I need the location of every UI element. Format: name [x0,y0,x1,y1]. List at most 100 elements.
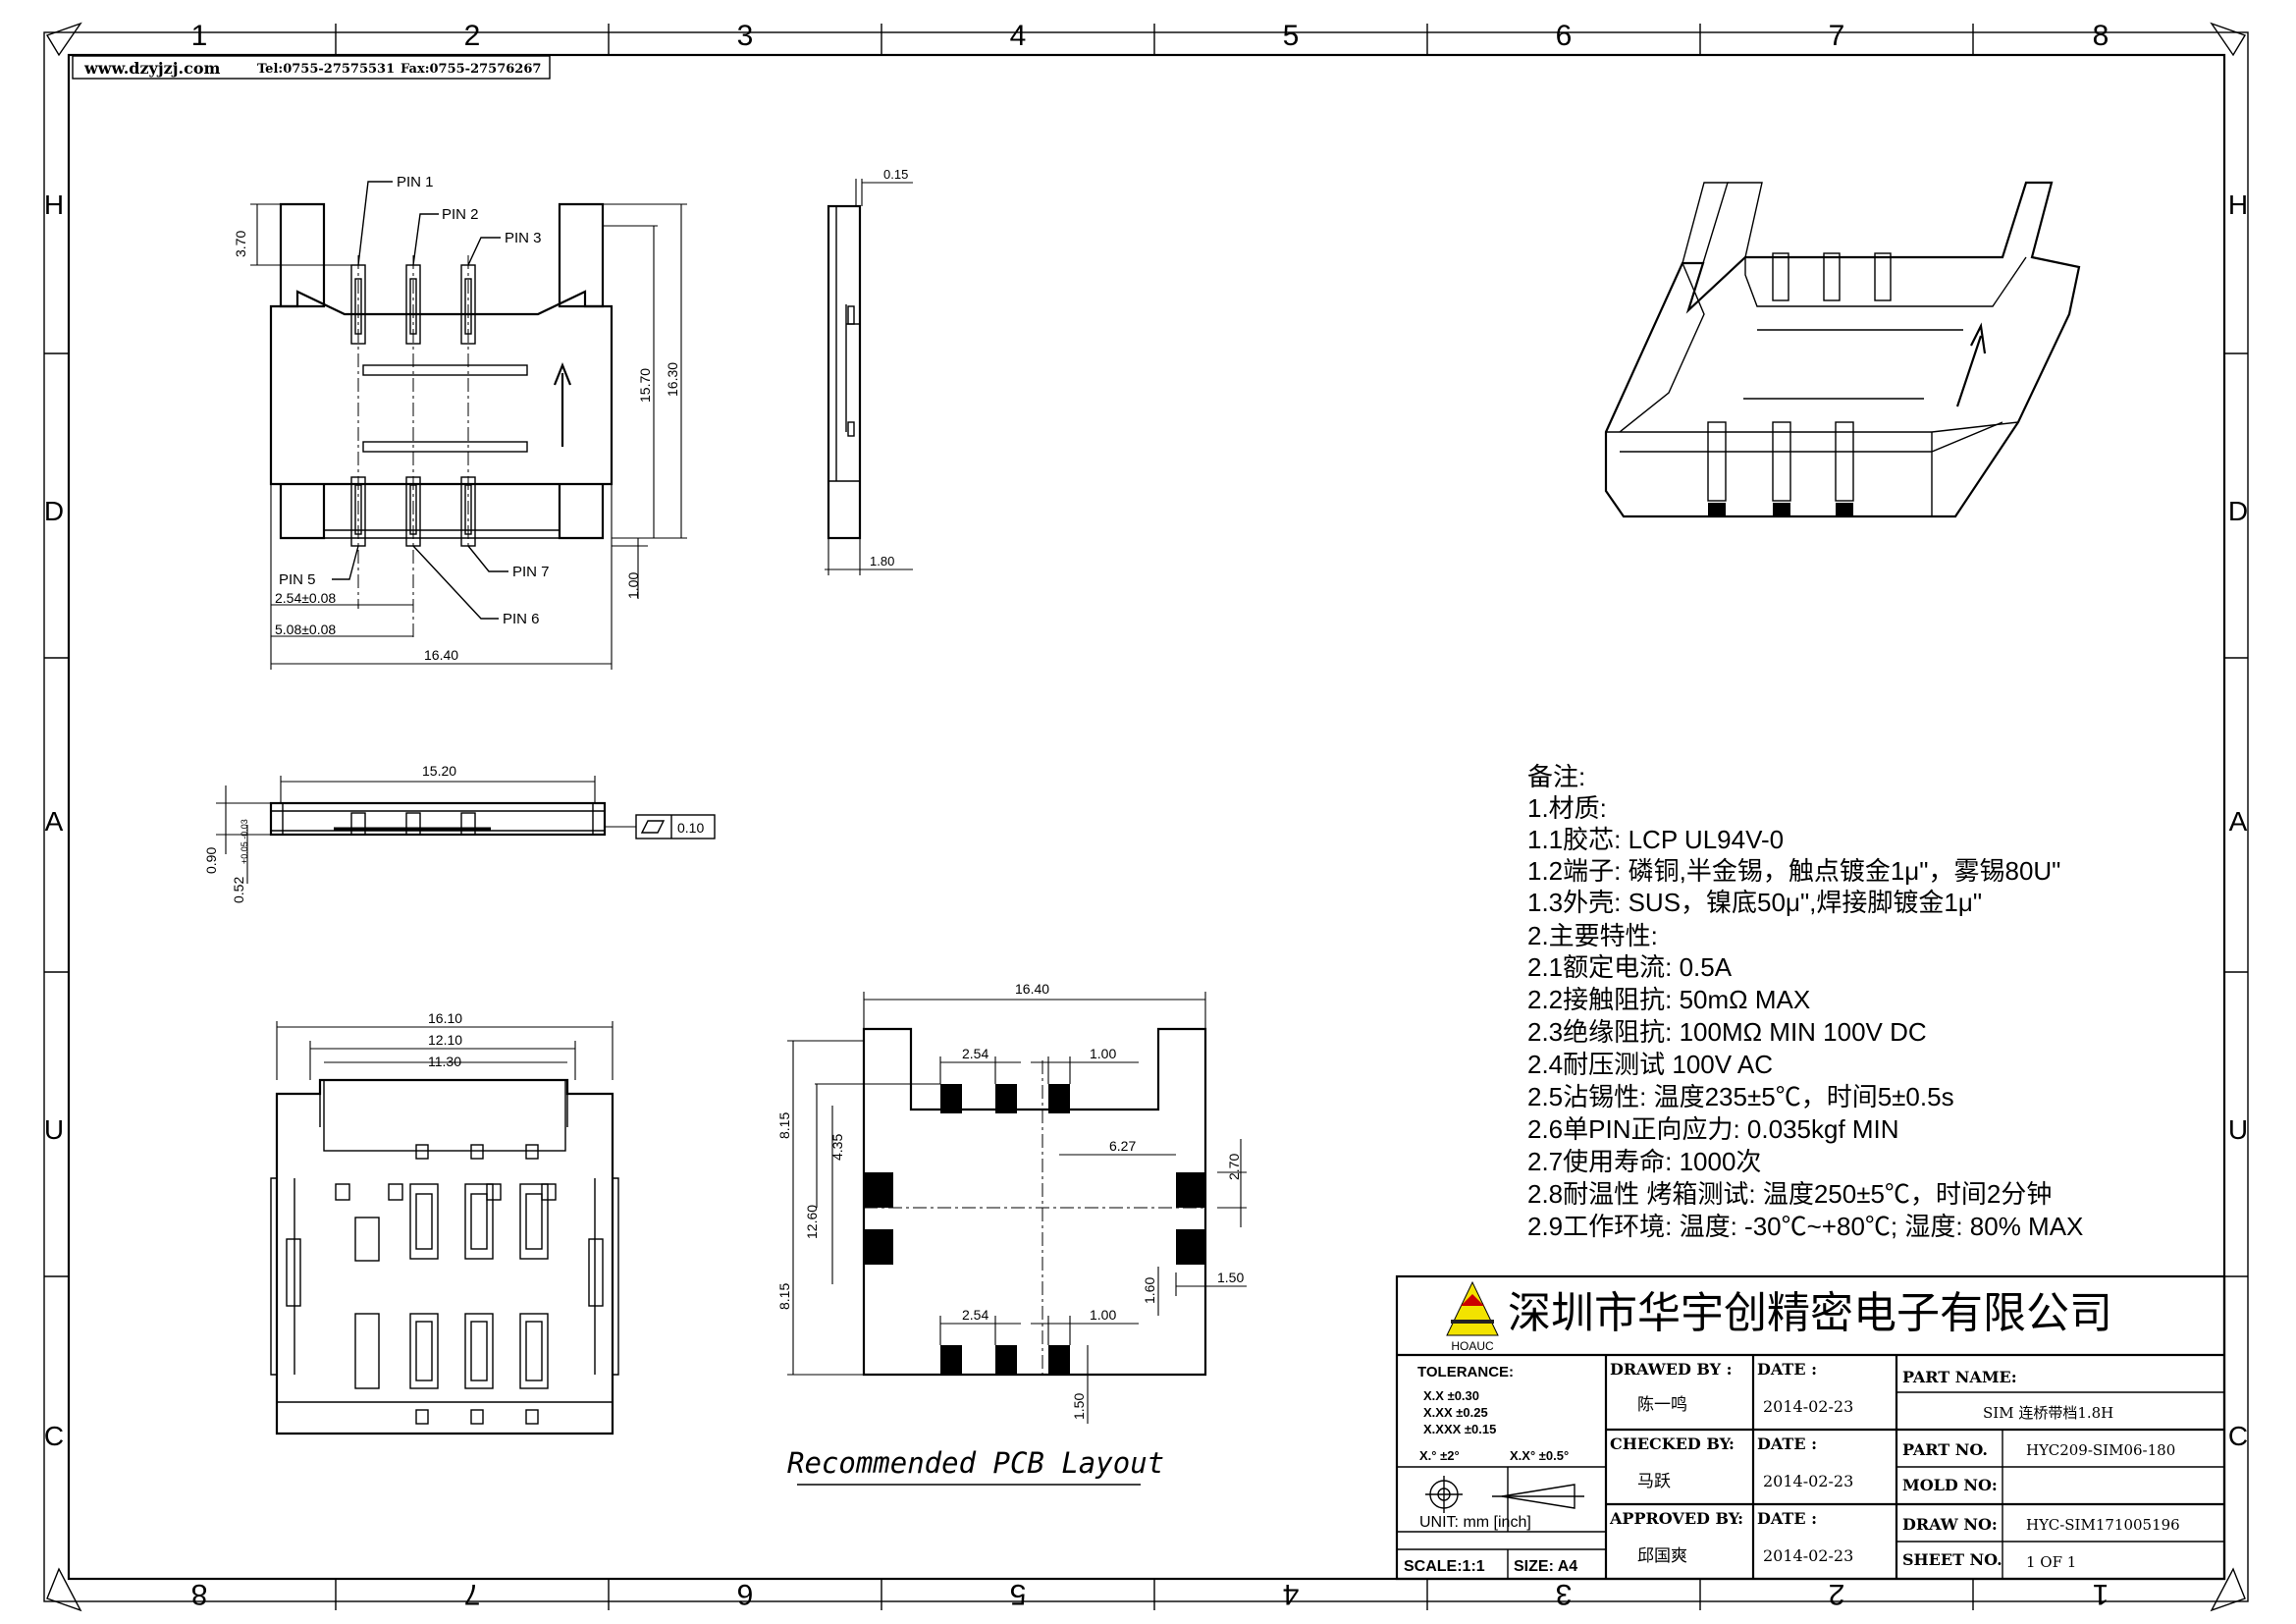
logo-text: HOAUC [1451,1339,1494,1353]
checked-by-name: 马跃 [1637,1472,1671,1490]
pcb-dim-1-00-top: 1.00 [1090,1046,1116,1061]
sheet-no-value: 1 OF 1 [2026,1553,2076,1571]
pin-1-label: PIN 1 [397,174,434,190]
zone-row-d-left: D [44,496,64,526]
zone-col-4-bottom: 4 [1283,1578,1300,1610]
pcb-dim-8-15-lower: 8.15 [776,1283,792,1310]
pcb-layout-title: Recommended PCB Layout [787,1446,1164,1480]
pcb-dim-2-70: 2.70 [1226,1154,1242,1180]
mold-no-label: MOLD NO: [1902,1476,1998,1494]
tel-text: Tel:0755-27575531 [257,62,395,77]
pcb-dim-1-00-bottom: 1.00 [1090,1307,1116,1323]
draw-no-value: HYC-SIM171005196 [2026,1516,2180,1534]
pcb-dim-8-15-upper: 8.15 [776,1112,792,1139]
pcb-dim-1-50-side: 1.50 [1217,1270,1244,1285]
angle-tolerance-2: X.X° ±0.5° [1510,1448,1569,1463]
flatness-value: 0.10 [677,820,704,836]
projection-symbol-icon [1425,1476,1584,1513]
dim-0-15: 0.15 [883,167,908,182]
fax-text: Fax:0755-27576267 [400,62,541,77]
notes-line-1: 1.材质: [1527,793,1607,823]
dim-0-90: 0.90 [203,847,219,874]
pin-6-label: PIN 6 [503,611,540,627]
notes-line-13: 2.8耐温性 烤箱测试: 温度250±5℃，时间2分钟 [1527,1179,2052,1209]
zone-row-u-left: U [44,1114,64,1145]
zone-col-2-bottom: 2 [1829,1578,1845,1610]
scale-text: SCALE:1:1 [1404,1558,1485,1575]
zone-row-a-left: A [45,806,64,837]
zone-col-7-top: 7 [1829,20,1845,52]
zone-col-2-top: 2 [464,20,481,52]
dim-2-54-pitch: 2.54±0.08 [275,590,336,606]
notes-line-9: 2.4耐压测试 100V AC [1527,1050,1773,1079]
pcb-dim-6-27: 6.27 [1109,1138,1136,1154]
notes-line-10: 2.5沾锡性: 温度235±5℃，时间5±0.5s [1527,1082,1954,1111]
drawn-by-name: 陈一鸣 [1637,1395,1687,1414]
zone-row-u-right: U [2228,1114,2248,1145]
header-contact-box: www.dzyjzj.com Tel:0755-27575531 Fax:075… [72,55,551,80]
notes-line-0: 备注: [1527,762,1585,791]
zone-row-d-right: D [2228,496,2248,526]
notes-line-3: 1.2端子: 磷铜,半金锡，触点镀金1μ"，雾锡80U" [1527,856,2060,886]
part-no-value: HYC209-SIM06-180 [2026,1441,2175,1459]
zone-row-h-left: H [44,189,64,220]
draw-no-label: DRAW NO: [1902,1515,1998,1534]
approved-by-name: 邱国爽 [1637,1546,1687,1565]
zone-col-4-top: 4 [1010,20,1027,52]
notes-line-14: 2.9工作环境: 温度: -30℃~+80℃; 湿度: 80% MAX [1527,1212,2083,1241]
company-name: 深圳市华宇创精密电子有限公司 [1508,1289,2112,1337]
website-text: www.dzyjzj.com [83,59,221,78]
company-logo: HOAUC [1446,1280,1499,1353]
zone-col-6-bottom: 6 [737,1578,754,1610]
dim-1-00: 1.00 [625,572,641,599]
drawn-by-label: DRAWED BY : [1610,1360,1733,1379]
side-view: 0.15 1.80 [825,167,913,575]
dim-1-80: 1.80 [870,554,894,568]
zone-col-8-top: 8 [2093,20,2109,52]
pcb-pads [864,1084,1205,1375]
checked-by-label: CHECKED BY: [1610,1435,1735,1453]
zone-row-c-left: C [44,1421,64,1451]
dim-16-10: 16.10 [428,1010,462,1026]
tolerance-label: TOLERANCE: [1417,1364,1514,1380]
date-label-3: DATE : [1757,1509,1817,1528]
dim-0-52-tolerance: +0.05 -0.03 [240,819,249,864]
dim-15-20: 15.20 [422,763,456,779]
date-checked: 2014-02-23 [1763,1472,1853,1490]
corner-mark-br [2210,1567,2246,1612]
dim-3-70: 3.70 [233,231,248,257]
title-block: HOAUC 深圳市华宇创精密电子有限公司 TOLERANCE: X.X ±0.3… [1395,1274,2226,1581]
date-label-2: DATE : [1757,1435,1817,1453]
isometric-view [1604,181,2081,518]
pin-7-label: PIN 7 [512,564,550,580]
pcb-dim-2-54-top: 2.54 [962,1046,988,1061]
notes-line-8: 2.3绝缘阻抗: 100MΩ MIN 100V DC [1527,1017,1927,1047]
zone-col-6-top: 6 [1556,20,1573,52]
notes-block: 备注: 1.材质: 1.1胶芯: LCP UL94V-0 1.2端子: 磷铜,半… [1527,762,2083,1241]
notes-line-7: 2.2接触阻抗: 50mΩ MAX [1527,985,1810,1014]
corner-mark-bl [46,1567,82,1612]
pin-2-label: PIN 2 [442,206,479,223]
notes-line-11: 2.6单PIN正向应力: 0.035kgf MIN [1527,1114,1899,1144]
pcb-layout: 16.40 2.54 1.00 8.15 4.35 6.27 2.70 12.6… [776,981,1247,1486]
date-drawn: 2014-02-23 [1763,1397,1853,1416]
zone-col-1-top: 1 [191,20,208,52]
zone-row-c-right: C [2228,1421,2248,1451]
zone-col-5-bottom: 5 [1010,1578,1027,1610]
top-view: PIN 1 PIN 2 PIN 3 PIN 5 PIN 7 PIN 6 3.70… [233,174,687,670]
notes-line-12: 2.7使用寿命: 1000次 [1527,1147,1761,1176]
notes-line-6: 2.1额定电流: 0.5A [1527,952,1733,982]
dim-11-30: 11.30 [428,1054,461,1069]
date-label-1: DATE : [1757,1360,1817,1379]
front-view: 15.20 0.90 0.52 +0.05 -0.03 0.10 [203,763,716,903]
tolerance-xxxx: X.XXX ±0.15 [1423,1422,1496,1436]
dim-16-40: 16.40 [424,647,458,663]
part-name-value: SIM 连桥带档1.8H [1983,1404,2113,1422]
pin-3-label: PIN 3 [505,230,542,246]
outer-frame: 1 2 3 4 5 6 7 8 8 7 6 5 4 3 2 1 H D A U … [43,20,2249,1612]
corner-mark-tl [45,22,82,57]
dim-16-30: 16.30 [665,362,680,397]
sheet-no-label: SHEET NO. [1902,1550,2002,1569]
part-no-label: PART NO. [1902,1440,1988,1459]
